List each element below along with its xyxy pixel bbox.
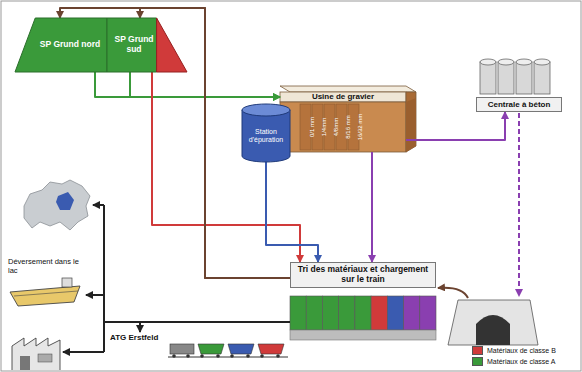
legend-swatch (472, 346, 483, 355)
gravel-plant (280, 86, 416, 152)
concrete-arrow (518, 113, 520, 296)
ship-illustration (10, 278, 80, 306)
sieve-label: 0/1 mm (309, 117, 315, 137)
switzerland-map (24, 180, 90, 230)
sieve-label: 16/32 mm (357, 114, 363, 141)
node-text: ATG Erstfeld (110, 333, 172, 342)
node-text: Centrale à béton (476, 97, 562, 112)
treatment-cylinder: Station d'épuration (242, 104, 290, 162)
node-text: Déversement dans le lac (8, 258, 84, 275)
node-text: Tri des matériaux et chargement sur le t… (290, 262, 436, 288)
node-text: SP Grund sud (111, 35, 157, 55)
legend-text: Matériaux de classe A (487, 358, 555, 365)
tunnel-arrow (438, 288, 468, 298)
lake-node: Déversement dans le lac (6, 258, 86, 308)
hub-line (103, 205, 105, 352)
legend-text: Matériaux de classe B (487, 347, 556, 354)
flow-arrow (406, 112, 505, 140)
stockpile-trapezoid: SP Grund sud (107, 18, 187, 72)
flow-arrow (371, 152, 373, 262)
sorting-box: Tri des matériaux et chargement sur le t… (290, 262, 436, 340)
node-text: Usine de gravier (282, 92, 404, 101)
sieve-label: 4/8mm (333, 118, 339, 136)
legend-row: Matériaux de classe A (472, 357, 555, 366)
tunnel-portal (448, 300, 538, 345)
train-illustration (168, 344, 288, 358)
bin-base (290, 330, 436, 340)
plant-box: Usine de gravier (280, 86, 406, 152)
flow-arrow (140, 8, 290, 278)
sieve-label: 1/4mm (321, 118, 327, 136)
building-arrow (63, 351, 104, 353)
flow-arrow (152, 72, 300, 262)
flow-arrow (266, 162, 318, 262)
sieve-label: 8/16 mm (345, 115, 351, 138)
legend-row: Matériaux de classe B (472, 346, 556, 355)
flow-arrow (95, 72, 280, 97)
site-label: ATG Erstfeld (110, 332, 172, 344)
sieve-columns (300, 104, 359, 150)
stockpile-trapezoid: SP Grund nord (15, 18, 107, 72)
legend-swatch (472, 357, 483, 366)
map-arrow (93, 204, 104, 206)
building-illustration (12, 338, 60, 370)
concrete-plant: Centrale à béton (476, 58, 562, 112)
node-text: SP Grund nord (37, 40, 103, 50)
flow-arrow (140, 322, 290, 332)
node-text: Station d'épuration (244, 128, 288, 144)
sorting-bins (290, 296, 436, 330)
stockpile-trapezoid-outline (107, 18, 187, 72)
flow-arrow (86, 295, 290, 322)
